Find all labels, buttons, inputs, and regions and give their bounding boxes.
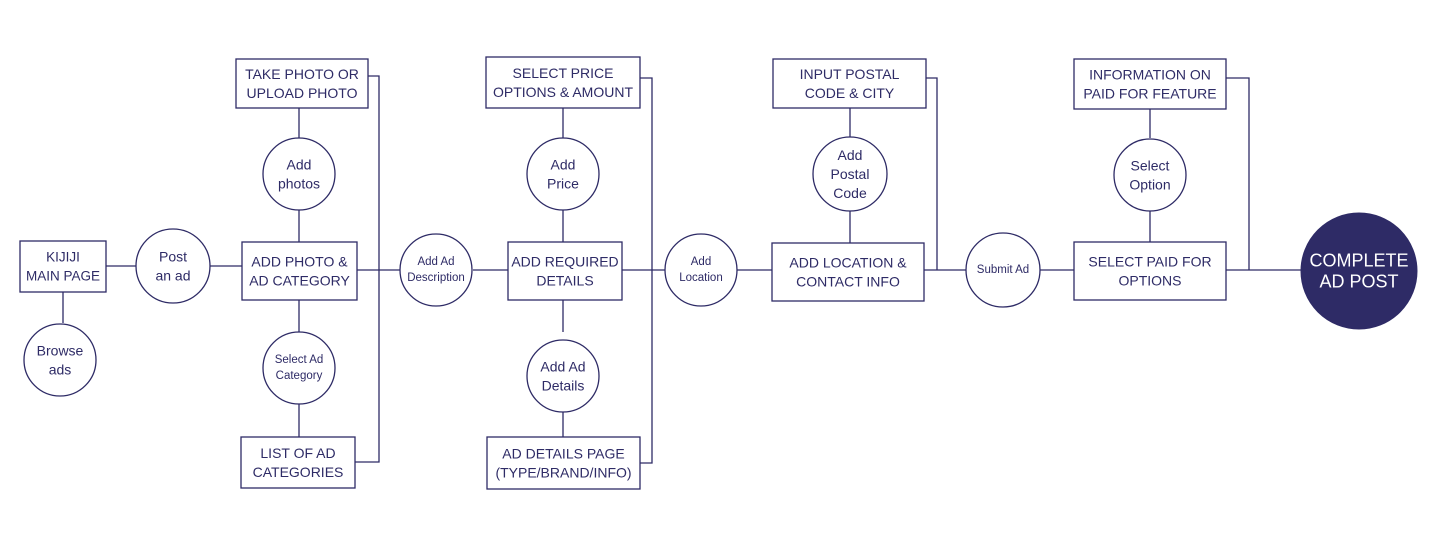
connector-line [640,77,653,464]
action-circle-browse-ads: Browse ads [23,323,97,397]
list-ad-categories-label-line: LIST OF AD [260,445,335,461]
submit-ad-label-line: Submit Ad [977,264,1029,276]
select-ad-category-label-line: Select Ad [275,354,324,366]
step-box-select-paid-options: SELECT PAID FOR OPTIONS [1073,241,1227,301]
circle-shape [399,233,473,307]
add-required-details-label-line: ADD REQUIRED [511,254,618,270]
add-postal-code-label-line: Code [833,185,867,201]
ad-details-page-label-line: AD DETAILS PAGE [502,446,624,462]
step-box-information-paid-feature: INFORMATION ON PAID FOR FEATURE [1073,58,1227,110]
action-circle-select-ad-category: Select Ad Category [262,331,336,405]
circle-shape [812,136,888,212]
circle-shape [262,331,336,405]
step-box-input-postal-code: INPUT POSTAL CODE & CITY [772,58,927,109]
box-shape [1073,58,1227,110]
circle-shape [1300,212,1418,330]
box-shape [507,241,623,301]
action-circle-submit-ad: Submit Ad [965,232,1041,308]
step-box-add-location-contact: ADD LOCATION & CONTACT INFO [771,242,925,302]
add-photo-category-label-line: AD CATEGORY [249,273,350,289]
select-paid-options-label-line: OPTIONS [1118,273,1181,289]
add-price-label-line: Price [547,176,579,192]
add-required-details-label-line: DETAILS [536,273,593,289]
add-location-contact-label-line: CONTACT INFO [796,274,900,290]
box-shape [485,56,641,109]
box-shape [1073,241,1227,301]
nodes: KIJIJI MAIN PAGE Browse ads Post an ad TAKE PH… [19,56,1418,490]
circle-shape [526,137,600,211]
circle-shape [1113,138,1187,212]
select-price-options-label-line: OPTIONS & AMOUNT [493,84,633,100]
input-postal-code-label-line: CODE & CITY [805,85,895,101]
box-shape [486,436,641,490]
add-photos-label-line: Add [287,157,312,173]
step-box-ad-details-page: AD DETAILS PAGE (TYPE/BRAND/INFO) [486,436,641,490]
action-circle-add-ad-description: Add Ad Description [399,233,473,307]
connector-line [355,75,380,463]
main-page-label-line: KIJIJI [46,250,80,265]
step-box-list-ad-categories: LIST OF AD CATEGORIES [240,436,356,489]
box-shape [235,58,369,109]
take-photo-label-line: TAKE PHOTO OR [245,66,359,82]
information-paid-feature-label-line: PAID FOR FEATURE [1083,86,1216,102]
box-shape [19,240,107,293]
main-page-label-line: MAIN PAGE [26,269,100,284]
select-price-options-label-line: SELECT PRICE [513,65,614,81]
information-paid-feature-label-line: INFORMATION ON [1089,67,1211,83]
circle-shape [23,323,97,397]
select-option-label-line: Option [1129,177,1170,193]
add-ad-details-label-line: Add Ad [540,359,585,375]
add-ad-description-label-line: Description [407,272,465,284]
circle-shape [135,228,211,304]
circle-shape [262,137,336,211]
action-circle-add-ad-details: Add Ad Details [526,339,600,413]
complete-ad-post-label-line: AD POST [1319,272,1398,292]
browse-ads-label-line: Browse [37,343,84,359]
ad-details-page-label-line: (TYPE/BRAND/INFO) [495,465,631,481]
box-shape [772,58,927,109]
add-price-label-line: Add [551,157,576,173]
add-photos-label-line: photos [278,176,320,192]
add-ad-details-label-line: Details [542,378,585,394]
circle-shape [664,233,738,307]
add-postal-code-label-line: Postal [831,166,870,182]
post-ad-label-line: an ad [155,268,190,284]
browse-ads-label-line: ads [49,362,72,378]
box-shape [771,242,925,302]
complete-ad-post-label-line: COMPLETE [1309,251,1408,271]
step-box-main-page: KIJIJI MAIN PAGE [19,240,107,293]
box-shape [241,241,358,301]
add-location-circle-label-line: Add [691,256,711,268]
box-shape [240,436,356,489]
add-photo-category-label-line: ADD PHOTO & [251,254,348,270]
connector-line [1226,77,1250,270]
select-paid-options-label-line: SELECT PAID FOR [1088,254,1211,270]
post-ad-label-line: Post [159,249,187,265]
action-circle-post-ad: Post an ad [135,228,211,304]
add-ad-description-label-line: Add Ad [417,256,454,268]
connectors [62,75,1305,464]
input-postal-code-label-line: INPUT POSTAL [800,66,900,82]
circle-shape [526,339,600,413]
step-box-take-photo: TAKE PHOTO OR UPLOAD PHOTO [235,58,369,109]
add-location-contact-label-line: ADD LOCATION & [789,255,907,271]
take-photo-label-line: UPLOAD PHOTO [247,85,358,101]
add-postal-code-label-line: Add [838,147,863,163]
circle-shape [965,232,1041,308]
add-location-circle-label-line: Location [679,272,722,284]
action-circle-add-photos: Add photos [262,137,336,211]
step-box-add-photo-category: ADD PHOTO & AD CATEGORY [241,241,358,301]
select-option-label-line: Select [1131,158,1170,174]
step-box-add-required-details: ADD REQUIRED DETAILS [507,241,623,301]
connector-line [926,77,938,270]
select-ad-category-label-line: Category [276,370,323,382]
step-box-select-price-options: SELECT PRICE OPTIONS & AMOUNT [485,56,641,109]
list-ad-categories-label-line: CATEGORIES [253,464,344,480]
